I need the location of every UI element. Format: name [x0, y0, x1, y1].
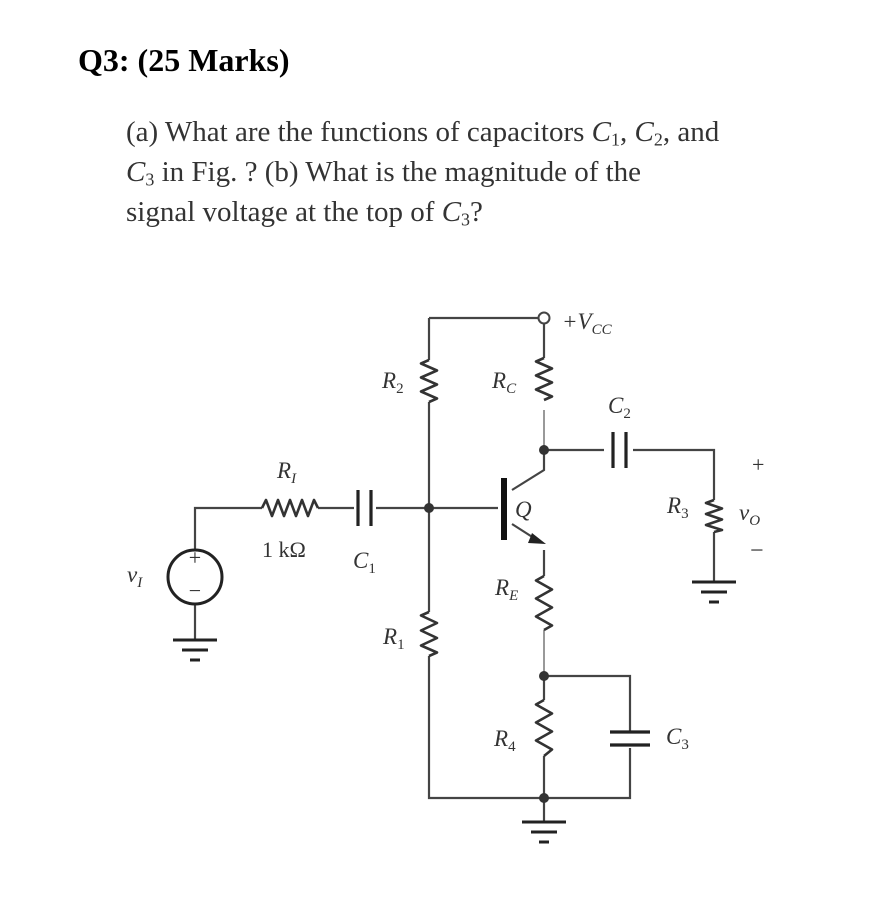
line2-c3: C — [126, 156, 146, 188]
label-r2: R2 — [381, 368, 404, 397]
label-c3: C3 — [666, 724, 689, 753]
label-rc: RC — [491, 368, 517, 397]
source-plus-sign: + — [189, 545, 201, 570]
label-c1: C1 — [353, 548, 376, 577]
label-vo-plus: + — [752, 452, 764, 477]
label-vi: vI — [127, 562, 143, 591]
line1-text-a: (a) What are the functions of capacitors — [126, 116, 592, 148]
question-line-3: signal voltage at the top of C3? — [126, 196, 846, 230]
resistor-ri — [260, 498, 320, 518]
question-line-1: (a) What are the functions of capacitors… — [126, 116, 846, 150]
label-vo: vO — [739, 500, 760, 529]
line1-c2: C — [634, 116, 654, 148]
resistor-re — [534, 574, 554, 632]
line2-c3-sub: 3 — [145, 169, 155, 190]
label-re: RE — [494, 575, 518, 604]
label-vcc: +VCC — [562, 309, 613, 338]
resistor-r1 — [419, 610, 439, 658]
line1-text-rest: , and — [662, 116, 720, 148]
question-line-2: C3 in Fig. ? (b) What is the magnitude o… — [126, 156, 846, 190]
ground-icon — [522, 820, 566, 844]
resistor-r2 — [419, 358, 439, 404]
line1-c1: C — [591, 116, 612, 148]
line1-c2-sub: 2 — [653, 129, 663, 150]
resistor-r4 — [534, 698, 554, 758]
question-heading: Q3: (25 Marks) — [78, 42, 290, 78]
ground-icon — [692, 580, 736, 604]
line3-c3: C — [441, 196, 462, 228]
ground-icon — [173, 638, 217, 662]
label-c2: C2 — [608, 393, 631, 422]
label-ri: RI — [276, 458, 297, 487]
capacitor-c2 — [611, 432, 628, 468]
label-r1: R1 — [382, 624, 405, 653]
transistor-q — [501, 478, 546, 544]
voltage-source-vi: + − — [166, 545, 224, 606]
line1-c1-sub: 1 — [611, 129, 620, 150]
label-r4: R4 — [493, 726, 516, 755]
label-ri-value: 1 kΩ — [262, 537, 306, 562]
line3-c3-sub: 3 — [461, 209, 471, 230]
resistor-r3 — [704, 498, 724, 534]
capacitor-c3 — [610, 730, 650, 747]
resistor-rc — [534, 356, 554, 402]
vcc-terminal — [537, 311, 551, 325]
label-vo-minus: − — [750, 538, 764, 564]
line1-sep: , — [620, 116, 635, 148]
label-r3: R3 — [666, 493, 689, 522]
label-q: Q — [515, 497, 532, 522]
line3-text-rest: ? — [470, 196, 483, 228]
line2-text-rest: in Fig. ? (b) What is the magnitude of t… — [154, 156, 642, 188]
capacitor-c1 — [356, 490, 373, 526]
source-minus-sign: − — [189, 578, 201, 603]
line3-text-a: signal voltage at the top of — [126, 196, 442, 228]
junction-dots — [424, 445, 549, 803]
